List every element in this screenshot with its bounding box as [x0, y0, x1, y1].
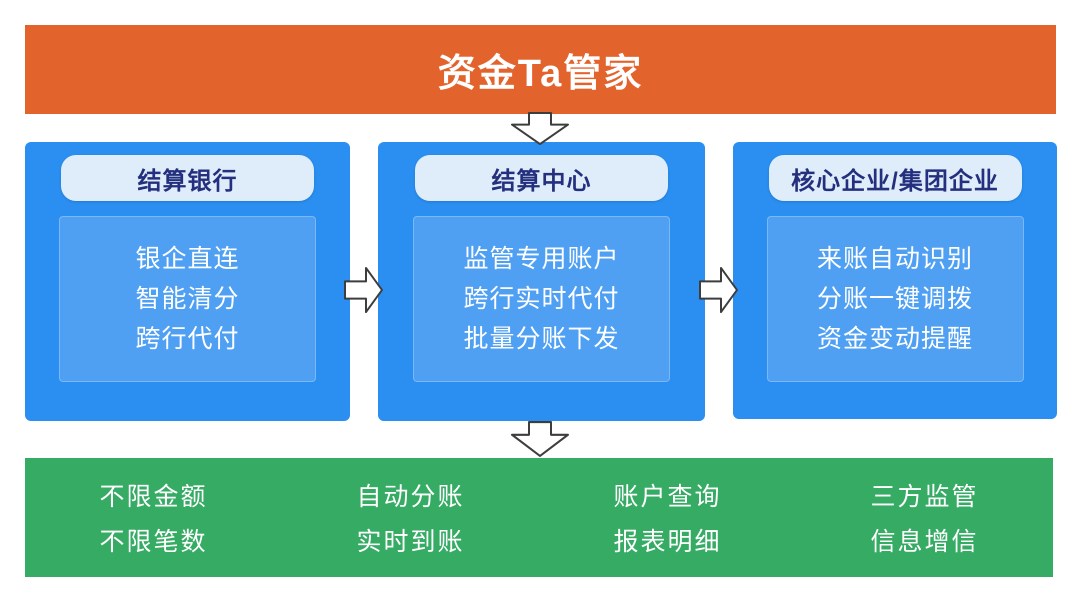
feature-line: 监管专用账户	[463, 245, 620, 273]
footer-column: 自动分账 实时到账	[282, 477, 539, 558]
feature-line: 跨行代付	[135, 325, 240, 353]
right-arrow-icon	[699, 266, 739, 314]
flow-box-settlement-center: 结算中心 监管专用账户 跨行实时代付 批量分账下发	[378, 142, 705, 421]
feature-line: 批量分账下发	[463, 325, 620, 353]
box-feature-panel: 银企直连 智能清分 跨行代付	[59, 216, 316, 382]
footer-feature: 不限笔数	[99, 528, 208, 556]
box-header-pill: 核心企业/集团企业	[768, 155, 1022, 201]
feature-line: 来账自动识别	[816, 245, 973, 273]
box-feature-panel: 监管专用账户 跨行实时代付 批量分账下发	[413, 216, 670, 382]
footer-feature: 账户查询	[613, 483, 722, 511]
footer-column: 三方监管 信息增信	[796, 477, 1053, 558]
box-header-pill: 结算中心	[415, 155, 668, 201]
flow-box-core-enterprise: 核心企业/集团企业 来账自动识别 分账一键调拨 资金变动提醒	[733, 142, 1057, 419]
footer-feature: 不限金额	[99, 483, 208, 511]
box-header-label: 结算中心	[491, 167, 592, 195]
feature-line: 银企直连	[135, 245, 240, 273]
footer-column: 账户查询 报表明细	[539, 477, 796, 558]
right-arrow-icon	[344, 266, 384, 314]
box-header-label: 核心企业/集团企业	[791, 167, 999, 195]
box-header-label: 结算银行	[137, 167, 238, 195]
footer-feature: 实时到账	[356, 528, 465, 556]
feature-line: 分账一键调拨	[816, 285, 973, 313]
flow-box-settlement-bank: 结算银行 银企直连 智能清分 跨行代付	[25, 142, 350, 421]
footer-feature: 信息增信	[870, 528, 979, 556]
footer-banner: 不限金额 不限笔数 自动分账 实时到账 账户查询 报表明细 三方监管 信息增信	[25, 458, 1053, 577]
page-title: 资金Ta管家	[437, 53, 644, 95]
title-banner: 资金Ta管家	[25, 25, 1056, 114]
feature-line: 资金变动提醒	[816, 325, 973, 353]
box-feature-panel: 来账自动识别 分账一键调拨 资金变动提醒	[766, 216, 1024, 382]
feature-line: 跨行实时代付	[463, 285, 620, 313]
footer-feature: 自动分账	[356, 483, 465, 511]
feature-line: 智能清分	[135, 285, 240, 313]
down-arrow-icon	[510, 112, 570, 145]
footer-feature: 报表明细	[613, 528, 722, 556]
footer-feature: 三方监管	[870, 483, 979, 511]
down-arrow-icon	[510, 421, 570, 457]
footer-column: 不限金额 不限笔数	[25, 477, 282, 558]
box-header-pill: 结算银行	[61, 155, 314, 201]
